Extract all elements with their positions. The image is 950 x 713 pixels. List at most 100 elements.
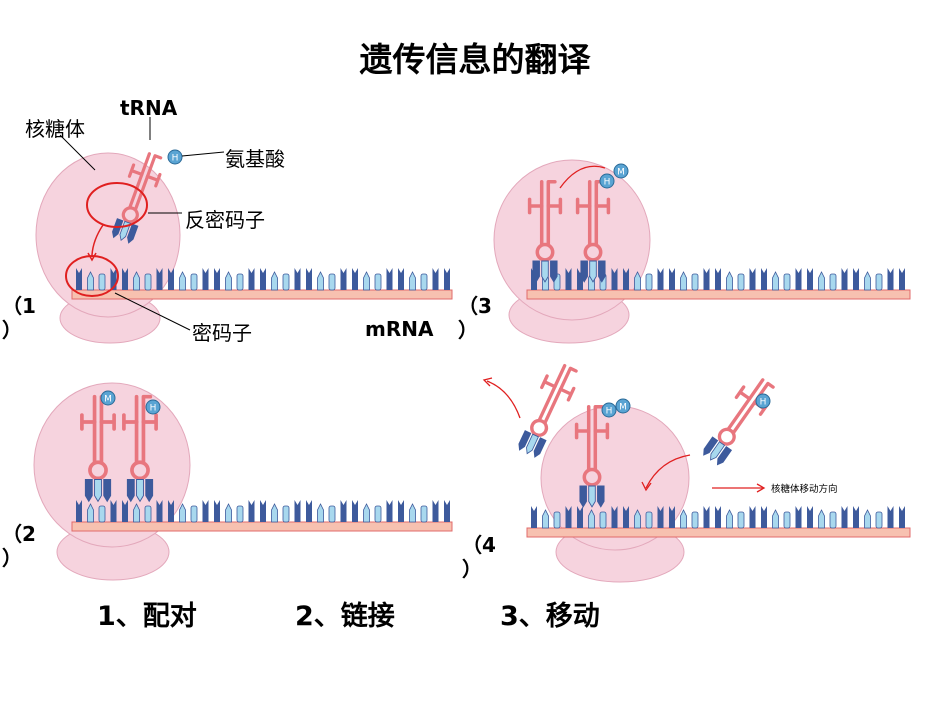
amino-acid-letter: H <box>172 154 179 164</box>
codon-base <box>432 500 439 522</box>
trna-stem <box>537 384 563 425</box>
codon-base <box>409 503 416 523</box>
codon-base <box>386 500 393 522</box>
trna-stem <box>539 204 551 247</box>
pairing-arrow-head <box>87 252 97 262</box>
codon-base <box>225 503 232 523</box>
mrna-panel-1 <box>71 268 453 300</box>
anticodon-base <box>136 479 144 503</box>
anticodon-base <box>126 479 135 503</box>
amino-acid-icon <box>145 399 161 415</box>
codon-base <box>190 505 198 523</box>
codon-base <box>875 511 883 529</box>
codon-base <box>887 506 894 528</box>
trna-acceptor-stem <box>134 394 153 424</box>
codon-base <box>317 503 324 523</box>
trna-panel-1 <box>112 152 163 244</box>
codon-base <box>726 271 733 291</box>
codon-base <box>737 273 745 291</box>
anticodon-base <box>103 479 112 503</box>
codon-base <box>168 268 174 290</box>
codon-label: 密码子 <box>192 321 252 345</box>
codon-base <box>657 268 664 290</box>
mrna-backbone <box>71 521 453 532</box>
trna-panel-2-right <box>122 394 158 503</box>
codon-base <box>306 500 312 522</box>
codon-base <box>691 273 699 291</box>
page-title: 遗传信息的翻译 <box>359 40 591 79</box>
codon-base <box>214 268 220 290</box>
panel-3-number: （3） <box>458 294 492 342</box>
codon-base <box>420 273 428 291</box>
mrna-backbone <box>526 289 911 300</box>
codon-base <box>248 268 255 290</box>
anticodon-base <box>533 437 547 458</box>
amino-acid-icon <box>601 402 617 418</box>
trna-acceptor-stem <box>586 405 604 433</box>
codon-base <box>168 500 174 522</box>
codon-base <box>202 268 209 290</box>
codon-base <box>818 509 825 529</box>
codon-base <box>386 268 393 290</box>
amino-acid-panel-3-h: H <box>599 173 615 189</box>
codon-base <box>98 505 106 523</box>
trna-t-arm <box>558 386 576 402</box>
trna-acceptor-stem <box>539 180 557 208</box>
ribosome-leader-line <box>59 134 96 171</box>
codon-base <box>841 268 848 290</box>
codon-base <box>715 506 721 528</box>
anticodon-base <box>145 479 154 503</box>
codon-base <box>133 271 140 291</box>
mrna-label: mRNA <box>365 317 434 341</box>
codon-base <box>645 511 653 529</box>
codon-base <box>76 500 82 522</box>
codon-base <box>669 268 675 290</box>
trna-t-arm <box>594 197 611 215</box>
amino-acid-letter: H <box>604 178 611 188</box>
panel-4-number: （4） <box>462 533 496 581</box>
codon-base <box>444 500 450 522</box>
codon-base <box>599 511 607 529</box>
amino-acid-letter: H <box>606 407 613 417</box>
trna-label: tRNA <box>120 96 178 120</box>
codon-base <box>144 505 152 523</box>
codon-base <box>133 503 140 523</box>
codon-base <box>691 511 699 529</box>
move-direction-arrow-head <box>756 483 766 493</box>
trna-panel-4-center <box>574 405 610 508</box>
codon-highlight-circle <box>65 255 119 297</box>
codon-base <box>225 271 232 291</box>
pairing-arrow <box>91 224 104 256</box>
amino-acid-icon <box>615 398 631 414</box>
ribosome-large-subunit <box>33 382 191 548</box>
codon-base <box>328 505 336 523</box>
codon-base <box>294 500 301 522</box>
codon-base <box>363 271 370 291</box>
codon-base <box>179 271 186 291</box>
codon-base <box>271 503 278 523</box>
codon-base <box>761 268 767 290</box>
trna-anticodon-loop <box>88 460 108 481</box>
anticodon-base <box>127 223 139 244</box>
codon-base <box>214 500 220 522</box>
codon-base <box>761 506 767 528</box>
codon-base <box>807 506 813 528</box>
codon-base <box>623 506 629 528</box>
codon-base <box>783 511 791 529</box>
trna-d-arm <box>734 385 752 401</box>
codon-base <box>772 509 779 529</box>
codon-base <box>853 268 859 290</box>
amino-acid-icon <box>613 163 629 179</box>
trna-anticodon-loop <box>530 418 549 437</box>
codon-leader-line <box>114 292 191 331</box>
anticodon-label: 反密码子 <box>185 208 265 232</box>
amino-acid-icon <box>100 390 116 406</box>
codon-base <box>772 271 779 291</box>
amino-acid-panel-4-m: M <box>615 398 631 414</box>
codon-base <box>260 268 266 290</box>
codon-base <box>271 271 278 291</box>
amino-acid-icon <box>599 173 615 189</box>
step-linking: 2、链接 <box>295 601 395 632</box>
codon-base <box>432 268 439 290</box>
